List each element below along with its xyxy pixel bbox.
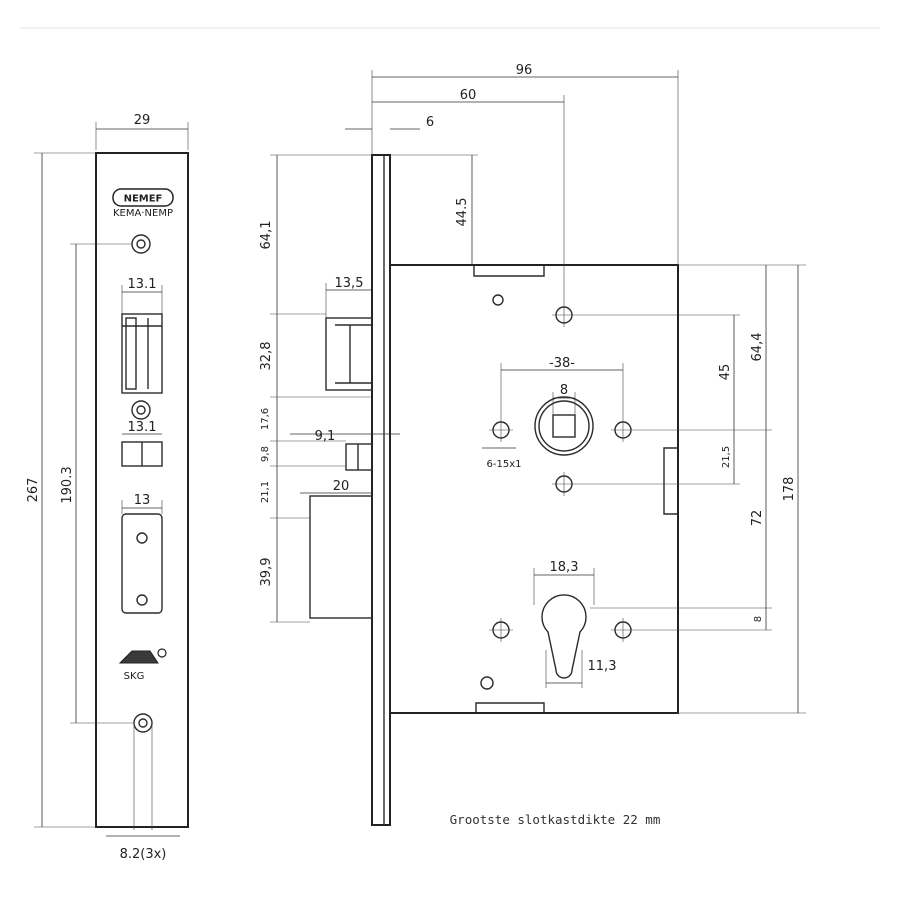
latch-opening — [121, 313, 163, 394]
label-44-5: 44.5 — [455, 198, 470, 227]
label-267: 267 — [26, 478, 41, 503]
case-notch-bottom — [475, 702, 545, 713]
dim-faceplate-height: 267 — [26, 152, 96, 828]
dim-right-chain: 45 21,5 64,4 72 8 178 — [576, 264, 806, 714]
lock-side-view: 96 60 6 44.5 64,1 32 — [259, 63, 806, 827]
label-190-3: 190.3 — [60, 466, 75, 503]
latch-side — [325, 317, 373, 391]
label-8: 8 — [753, 616, 764, 622]
label-9-1: 9,1 — [315, 429, 336, 444]
label-9-8: 9,8 — [260, 446, 271, 462]
label-17-6: 17,6 — [260, 408, 271, 430]
label-29: 29 — [134, 113, 151, 128]
dim-deadlatch-projection: 9,1 — [290, 429, 400, 444]
label-20: 20 — [333, 479, 350, 494]
logo-subtext: KEMA·NEMP — [113, 208, 173, 219]
dim-deadlatch-width: 13.1 — [122, 420, 162, 435]
dim-plate-thickness: 6 — [345, 115, 434, 130]
dim-bolt-width: 13 — [121, 493, 163, 514]
label-11-3: 11,3 — [588, 659, 617, 674]
label-45: 45 — [718, 364, 733, 381]
label-18-3: 18,3 — [550, 560, 579, 575]
label-178: 178 — [782, 477, 797, 502]
label-60: 60 — [460, 88, 477, 103]
screw-hole-top — [131, 234, 151, 254]
label-13-5: 13,5 — [335, 276, 364, 291]
screw-hole-bottom — [133, 713, 153, 830]
cylinder-profile — [541, 594, 587, 679]
dim-follower-holes: 6-15x1 — [482, 447, 522, 470]
nemef-logo: NEMEF KEMA·NEMP — [112, 188, 174, 219]
dim-follower-spacing: -38- — [500, 356, 624, 418]
label-21-5: 21,5 — [721, 446, 732, 468]
skg-certification-mark: SKG — [118, 648, 167, 682]
dim-top-offset: 44.5 — [390, 154, 478, 265]
case-side-slot — [663, 447, 678, 515]
faceplate-front-view: NEMEF KEMA·NEMP — [26, 113, 189, 862]
follower-spindle — [534, 396, 594, 456]
dim-backset-96: 96 — [371, 63, 679, 265]
deadbolt-opening — [121, 513, 163, 614]
dim-cylinder-bottom: 11,3 — [545, 650, 617, 688]
label-8-2-3x: 8.2(3x) — [120, 847, 167, 862]
deadlatch-opening — [121, 441, 163, 467]
label-13-1-latch: 13.1 — [128, 277, 157, 292]
dim-screw-hole: 8.2(3x) — [106, 835, 180, 862]
logo-text: NEMEF — [124, 194, 163, 205]
screw-posts — [489, 303, 635, 642]
label-13: 13 — [134, 493, 151, 508]
dim-bolt-projection: 20 — [300, 479, 372, 494]
dim-cylinder-width: 18,3 — [533, 560, 595, 605]
deadlatch-side — [345, 443, 373, 471]
case-hole-top — [492, 294, 504, 306]
label-8-square: 8 — [560, 383, 568, 398]
case-notch-top — [473, 265, 545, 277]
label-6: 6 — [426, 115, 434, 130]
dim-screw-distance: 190.3 — [60, 243, 134, 724]
dim-latch-projection: 13,5 — [325, 276, 372, 318]
dim-left-chain: 64,1 32,8 17,6 9,8 21,1 39,9 — [259, 154, 372, 623]
dim-follower-square: 8 — [552, 383, 576, 415]
label-32-8: 32,8 — [259, 342, 274, 371]
label-39-9: 39,9 — [259, 558, 274, 587]
screw-hole-middle — [131, 400, 151, 420]
faceplate-outline — [95, 152, 189, 828]
dim-faceplate-width: 29 — [95, 113, 189, 150]
dim-latch-width: 13.1 — [121, 277, 163, 314]
lock-case — [389, 264, 679, 714]
label-64-4: 64,4 — [750, 333, 765, 362]
footer-note: Grootste slotkastdikte 22 mm — [450, 812, 661, 827]
skg-text: SKG — [124, 671, 145, 682]
faceplate-side — [371, 154, 391, 826]
label-38: -38- — [549, 356, 575, 371]
case-hole-bottom — [480, 676, 494, 690]
dim-backset-60: 60 — [372, 88, 565, 303]
label-72: 72 — [750, 510, 765, 527]
label-64-1: 64,1 — [259, 221, 274, 250]
label-21-1: 21,1 — [260, 481, 271, 503]
deadbolt-side — [309, 495, 373, 619]
label-96: 96 — [516, 63, 533, 78]
label-13-1-deadlatch: 13.1 — [128, 420, 157, 435]
label-6-15x1: 6-15x1 — [487, 459, 522, 470]
